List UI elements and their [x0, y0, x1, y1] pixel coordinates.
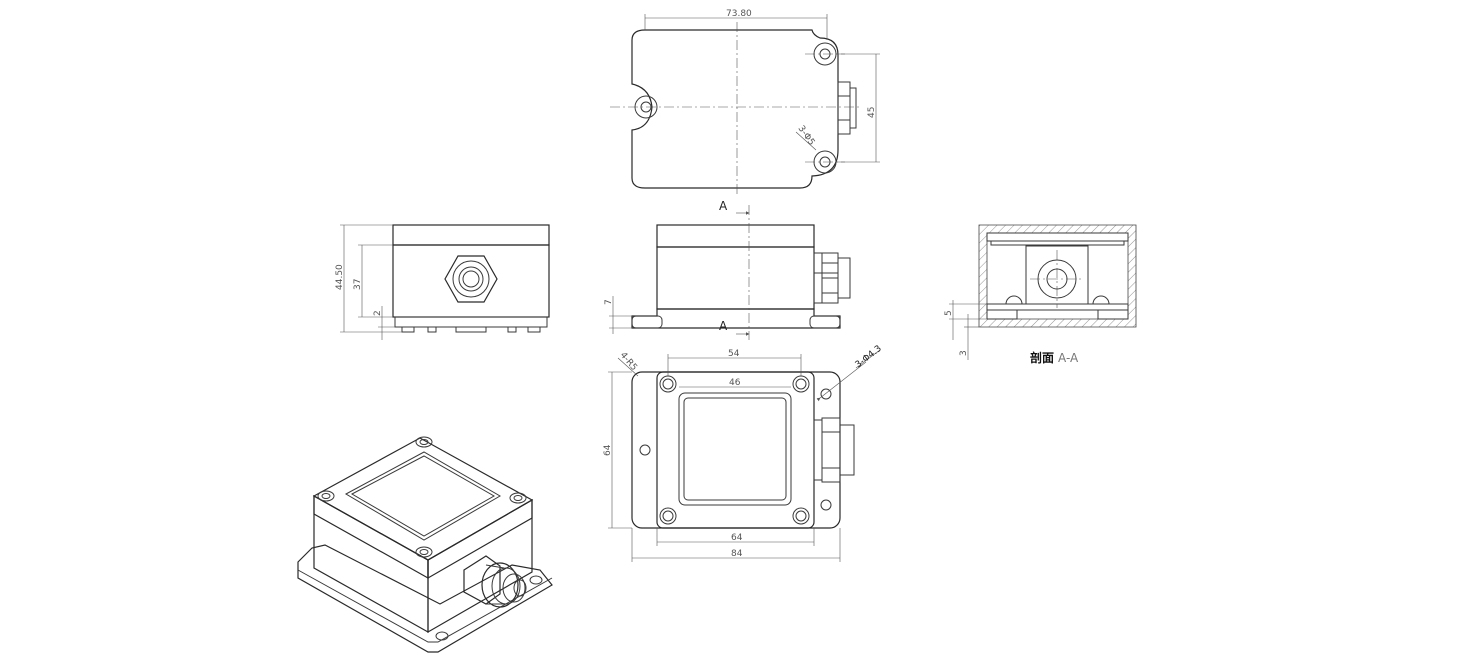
section-title-ref: A-A [1058, 351, 1079, 365]
dim-plan-64: 64 [731, 533, 743, 543]
dim-plan-84: 84 [731, 549, 743, 559]
dim-side-base: 2 [373, 310, 383, 316]
dim-plan-54: 54 [728, 349, 740, 359]
section-view: 5 3 剖面 A-A [944, 224, 1137, 365]
dim-top-hole: 3-Φ5 [796, 124, 817, 148]
dim-plan-height: 64 [603, 444, 613, 456]
dim-side-overall: 44.50 [335, 264, 345, 290]
isometric-view [297, 436, 553, 653]
dim-section-5: 5 [944, 310, 954, 316]
dim-section-3: 3 [959, 350, 969, 356]
front-view: A A 7 [604, 199, 851, 340]
dim-side-body: 37 [353, 279, 363, 290]
top-view: 73.80 45 3-Φ5 [610, 9, 880, 196]
dim-plan-46: 46 [729, 378, 741, 388]
dim-top-height: 45 [867, 107, 877, 118]
dim-plan-holes: 3-Φ4.3 [854, 344, 884, 371]
section-cut-label-top: A [719, 199, 728, 213]
side-view: 44.50 37 2 [335, 224, 550, 340]
section-title-cjk: 剖面 [1030, 350, 1054, 365]
plan-view: 54 46 64 64 84 4-R5 3-Φ4.3 [603, 344, 884, 562]
dim-front-base: 7 [604, 299, 614, 305]
dim-plan-corner: 4-R5 [618, 351, 639, 373]
dim-top-width: 73.80 [726, 9, 752, 19]
section-cut-label-bottom: A [719, 319, 728, 333]
